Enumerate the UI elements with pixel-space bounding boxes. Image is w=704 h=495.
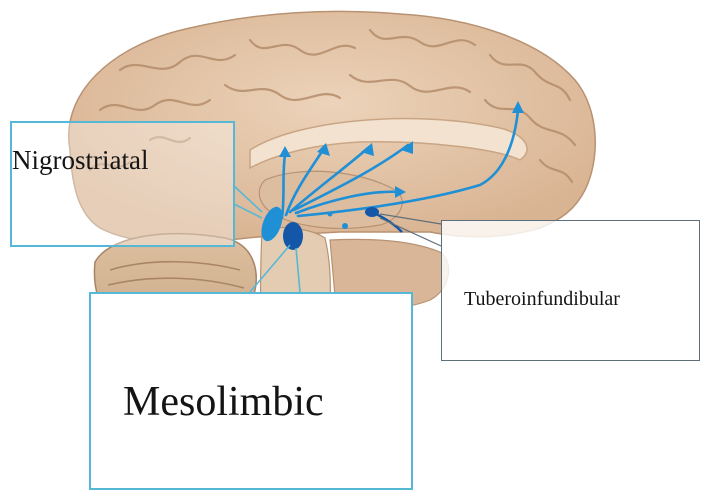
tuberoinfundibular-label: Tuberoinfundibular xyxy=(464,288,620,311)
ventral-tegmental-nucleus xyxy=(283,222,303,250)
nigrostriatal-label: Nigrostriatal xyxy=(12,145,148,176)
mesolimbic-label: Mesolimbic xyxy=(123,378,324,426)
nigrostriatal-label-box xyxy=(10,121,235,247)
small-nucleus xyxy=(342,223,348,229)
small-nucleus xyxy=(328,212,333,217)
